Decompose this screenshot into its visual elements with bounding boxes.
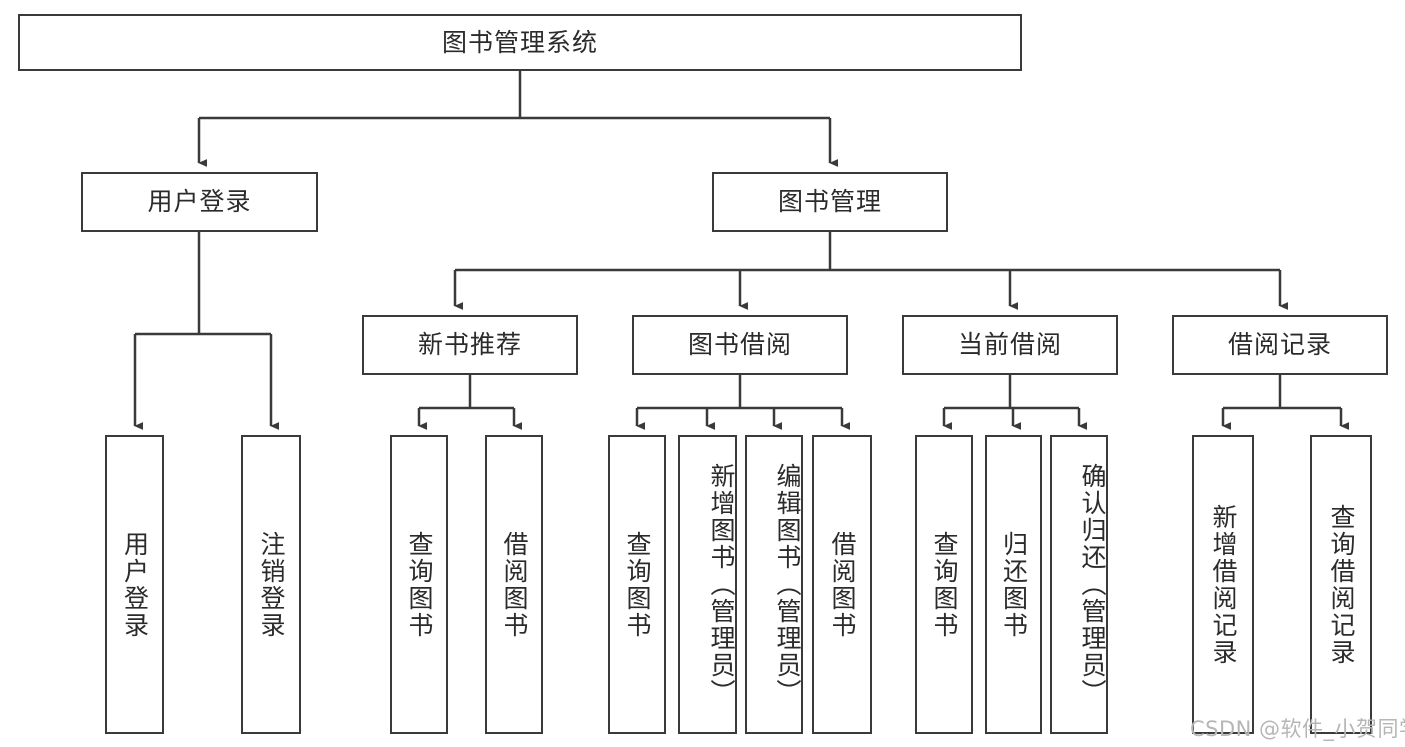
node-label: 新书推荐 xyxy=(417,330,522,360)
node-leaf-user-login: 用户登录 xyxy=(105,435,164,734)
node-leaf-query-book-2: 查询图书 xyxy=(608,435,666,734)
node-label: 查询图书 xyxy=(930,530,959,639)
node-label: 确认归还（管理员） xyxy=(1078,463,1107,706)
node-label: 当前借阅 xyxy=(957,330,1062,360)
node-leaf-add-borrow-record: 新增借阅记录 xyxy=(1192,435,1254,734)
node-borrow-record: 借阅记录 xyxy=(1172,315,1388,375)
node-leaf-query-book-3: 查询图书 xyxy=(915,435,973,734)
node-label: 查询图书 xyxy=(405,530,434,639)
node-leaf-add-book-admin: 新增图书（管理员） xyxy=(678,435,737,734)
node-leaf-confirm-return-admin: 确认归还（管理员） xyxy=(1050,435,1108,734)
node-label: 归还图书 xyxy=(999,530,1029,639)
node-label: 新增图书（管理员） xyxy=(707,463,736,706)
node-label: 用户登录 xyxy=(147,187,252,217)
node-leaf-borrow-book-2: 借阅图书 xyxy=(812,435,872,734)
node-label: 图书管理 xyxy=(777,187,882,217)
node-label: 注销登录 xyxy=(257,530,286,639)
node-label: 借阅记录 xyxy=(1227,330,1332,360)
node-label: 借阅图书 xyxy=(828,530,857,639)
node-label: 图书借阅 xyxy=(687,330,792,360)
node-label: 编辑图书（管理员） xyxy=(773,463,802,706)
node-new-book-recommend: 新书推荐 xyxy=(362,315,578,375)
node-book-borrow: 图书借阅 xyxy=(632,315,848,375)
node-root: 图书管理系统 xyxy=(18,14,1022,71)
node-leaf-logout: 注销登录 xyxy=(241,435,301,734)
node-user-login: 用户登录 xyxy=(81,172,318,232)
node-label: 借阅图书 xyxy=(500,530,529,639)
node-leaf-query-borrow-record: 查询借阅记录 xyxy=(1310,435,1372,734)
node-current-borrow: 当前借阅 xyxy=(902,315,1118,375)
node-label: 图书管理系统 xyxy=(441,27,598,57)
node-book-manage: 图书管理 xyxy=(712,172,948,232)
watermark-text: CSDN @软件_小贺同学 xyxy=(1190,717,1405,741)
node-leaf-edit-book-admin: 编辑图书（管理员） xyxy=(745,435,803,734)
node-label: 查询图书 xyxy=(623,530,652,639)
node-leaf-query-book-1: 查询图书 xyxy=(390,435,448,734)
node-label: 新增借阅记录 xyxy=(1209,503,1238,666)
node-label: 用户登录 xyxy=(120,530,150,639)
node-label: 查询借阅记录 xyxy=(1327,503,1356,666)
node-leaf-borrow-book-1: 借阅图书 xyxy=(485,435,543,734)
node-leaf-return-book: 归还图书 xyxy=(985,435,1042,734)
